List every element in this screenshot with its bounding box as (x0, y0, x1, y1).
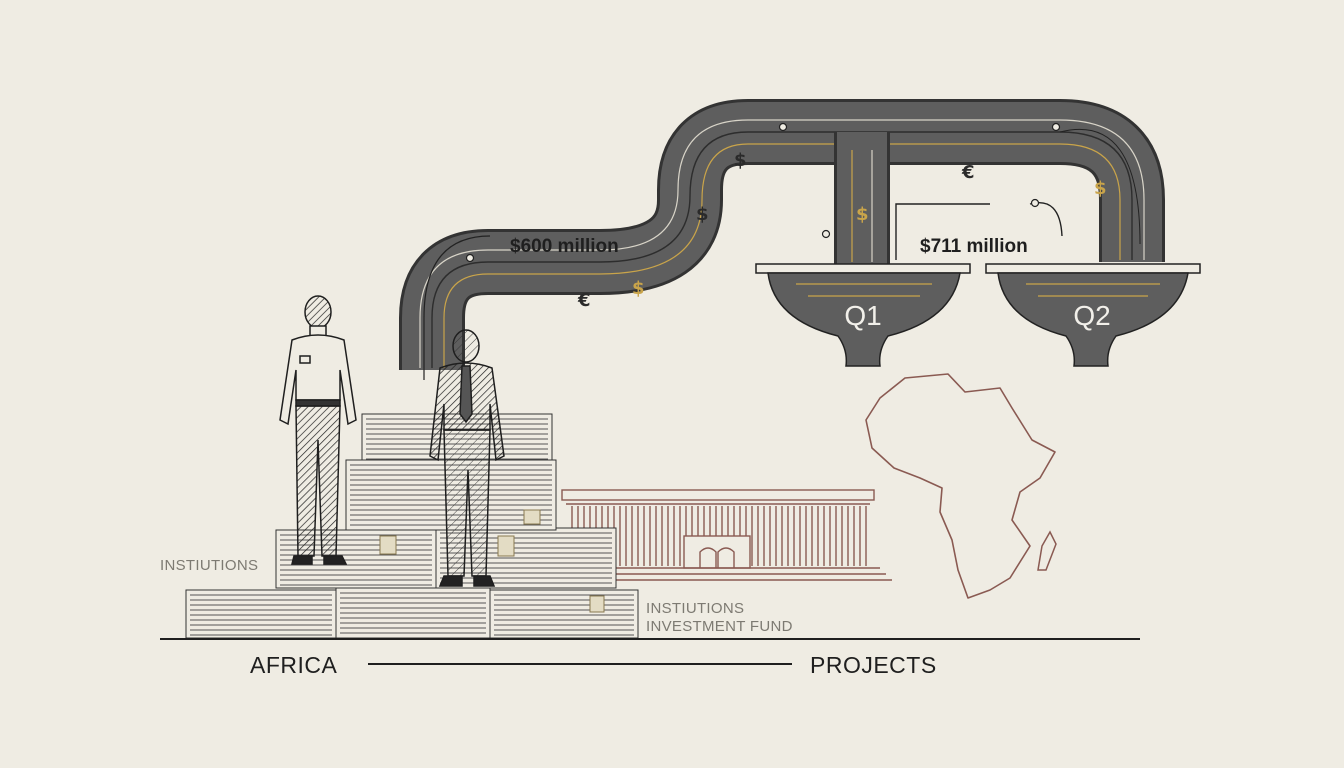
dollar-icon: $ (696, 204, 709, 225)
bowl-q1 (755, 263, 971, 367)
madagascar-map (1037, 530, 1057, 571)
currency-symbols: $ € $ $ $ € $ (577, 150, 1107, 311)
q2-label: Q2 (1073, 300, 1111, 331)
q1-label: Q1 (844, 300, 882, 331)
dollar-icon: $ (734, 150, 747, 171)
institutions-right-label: INSTIUTIONS (646, 600, 745, 617)
pipe-wire (443, 143, 1121, 368)
person-left (279, 295, 357, 565)
person-right (429, 329, 505, 587)
dollar-icon: $ (1094, 178, 1107, 199)
pipe-wire (419, 119, 1145, 368)
dollar-icon: $ (632, 278, 645, 299)
money-pipe (399, 99, 1165, 380)
amount-711-label: $711 million (920, 236, 1028, 257)
investment-fund-label: INVESTMENT FUND (646, 618, 793, 635)
euro-icon: € (961, 162, 975, 183)
amount-600-label: $600 million (510, 236, 619, 257)
document-stacks (185, 413, 639, 639)
bookmark-icon (379, 535, 397, 555)
dollar-icon: $ (856, 204, 869, 225)
bookmark-icon (589, 595, 605, 613)
bookmark-icon (497, 535, 515, 557)
africa-map (865, 373, 1056, 599)
pipe-wire (431, 131, 1133, 368)
bookmark-icon (523, 509, 541, 525)
africa-label: AFRICA (250, 652, 338, 678)
euro-icon: € (577, 290, 591, 311)
projects-label: PROJECTS (810, 652, 937, 678)
bowl-q2 (985, 263, 1201, 367)
institutions-left-label: INSTIUTIONS (160, 557, 259, 574)
